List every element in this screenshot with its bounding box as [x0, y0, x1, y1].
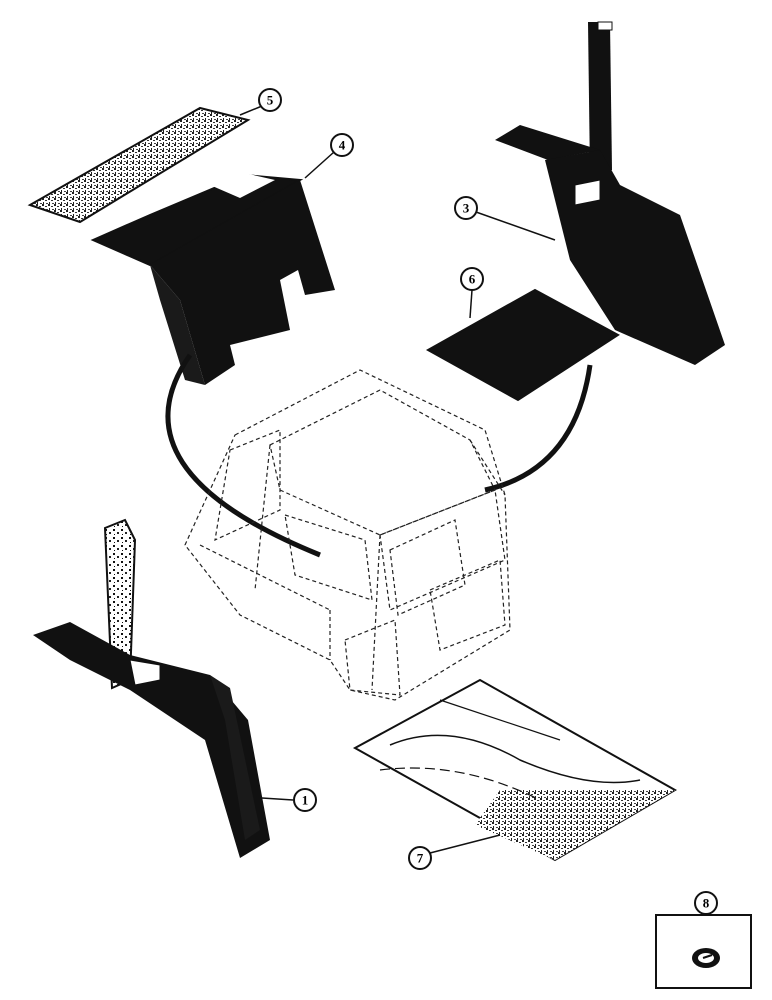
oval-seal-icon — [692, 948, 720, 968]
callout-8-label: 8 — [703, 896, 710, 911]
part-3-side-panel — [495, 21, 725, 365]
callout-1-label: 1 — [302, 793, 309, 808]
inset-box — [655, 914, 752, 989]
callout-3-label: 3 — [463, 201, 470, 216]
callout-4: 4 — [330, 133, 354, 157]
part-6-pad — [425, 288, 620, 402]
part-1-front-panel — [33, 518, 270, 858]
part-5-felt-pad — [27, 106, 251, 224]
callout-6-label: 6 — [469, 272, 476, 287]
callout-5: 5 — [258, 88, 282, 112]
callout-8: 8 — [694, 891, 718, 915]
callout-6: 6 — [460, 267, 484, 291]
callout-5-label: 5 — [267, 93, 274, 108]
leader-lines — [239, 105, 556, 854]
callout-7-label: 7 — [417, 851, 424, 866]
part-7-floor-mat — [352, 678, 678, 862]
placement-arcs — [165, 353, 593, 558]
callout-4-label: 4 — [339, 138, 346, 153]
part-4-rear-panel — [90, 172, 335, 385]
callout-1: 1 — [293, 788, 317, 812]
callout-3: 3 — [454, 196, 478, 220]
callout-7: 7 — [408, 846, 432, 870]
cab-outline — [184, 369, 511, 701]
